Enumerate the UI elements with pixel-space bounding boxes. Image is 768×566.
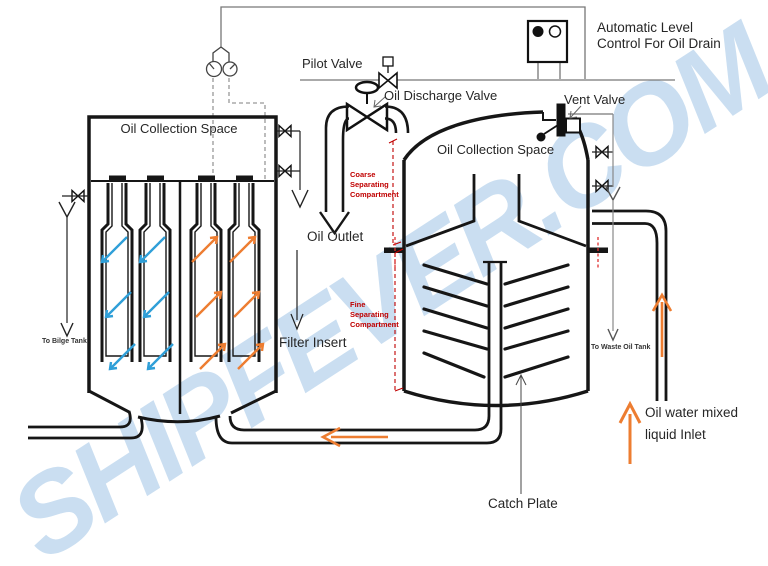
water-flow-arrows-blue [100, 236, 174, 371]
oil-outlet-arrow [319, 211, 350, 236]
label-pilot-valve: Pilot Valve [302, 56, 363, 71]
label-oil-collection-space-right: Oil Collection Space [437, 142, 555, 157]
label-catch-plate: Catch Plate [488, 496, 558, 511]
oil-flow-arrows-orange [191, 235, 265, 370]
oil-collecting-skirt [405, 174, 476, 248]
label-coarse-compartment: Coarse Separating Compartment [350, 170, 399, 199]
float-dot [536, 132, 546, 142]
label-auto-level-control: Automatic Level Control For Oil Drain [597, 20, 721, 52]
oil-takeoff-funnel-arrow [291, 189, 309, 209]
pressure-gauges [205, 46, 238, 78]
filter-insert-pointer-arrow [290, 313, 304, 331]
dome [402, 110, 544, 161]
label-oil-collection-space-left: Oil Collection Space [120, 121, 238, 136]
left-tank-side-lines [58, 130, 309, 338]
indicator-filled-dot [532, 26, 544, 37]
to-bilge-arrow [60, 322, 74, 338]
callout-arrows [373, 96, 582, 494]
to-waste-oil-arrow [607, 328, 619, 342]
red-compartment-brackets [388, 138, 599, 392]
catch-plates [422, 263, 570, 379]
pilot-valve-symbol [378, 56, 398, 90]
clean-water-drain-pipe [28, 410, 144, 440]
small-valves [71, 124, 609, 203]
main-flow-arrows-orange [320, 292, 673, 464]
control-signal-lines [220, 6, 675, 115]
label-to-bilge-tank: To Bilge Tank [42, 338, 87, 345]
label-fine-compartment: Fine Separating Compartment [350, 300, 399, 329]
label-oil-discharge-valve: Oil Discharge Valve [384, 88, 498, 103]
inlet-pipe-flow-arrow [651, 292, 673, 357]
gauge-sensing-lines [212, 78, 266, 180]
vent-valve-symbol [536, 103, 581, 142]
label-oil-water-inlet: Oil water mixed liquid Inlet [645, 405, 739, 442]
inlet-label-arrow [618, 400, 642, 464]
transfer-pipe [214, 260, 507, 445]
label-vent-valve: Vent Valve [564, 92, 626, 107]
oil-discharge-valve-symbol [345, 80, 389, 133]
vent-valve-pointer [569, 105, 582, 119]
transfer-flow-arrow [320, 426, 388, 448]
right-tank-side-lines [592, 114, 621, 342]
left-tank [87, 115, 278, 424]
catch-plate-pointer [515, 373, 527, 494]
oil-discharge-piping [319, 105, 410, 236]
label-to-waste-oil-tank: To Waste Oil Tank [591, 344, 651, 351]
level-control-box [526, 19, 569, 64]
pocket-mount-ticks [109, 175, 253, 181]
label-filter-insert: Filter Insert [279, 335, 347, 350]
label-oil-outlet: Oil Outlet [307, 229, 364, 244]
inlet-pipe [592, 209, 668, 401]
discharge-valve-pointer [373, 96, 386, 108]
indicator-open-dot [548, 25, 562, 38]
